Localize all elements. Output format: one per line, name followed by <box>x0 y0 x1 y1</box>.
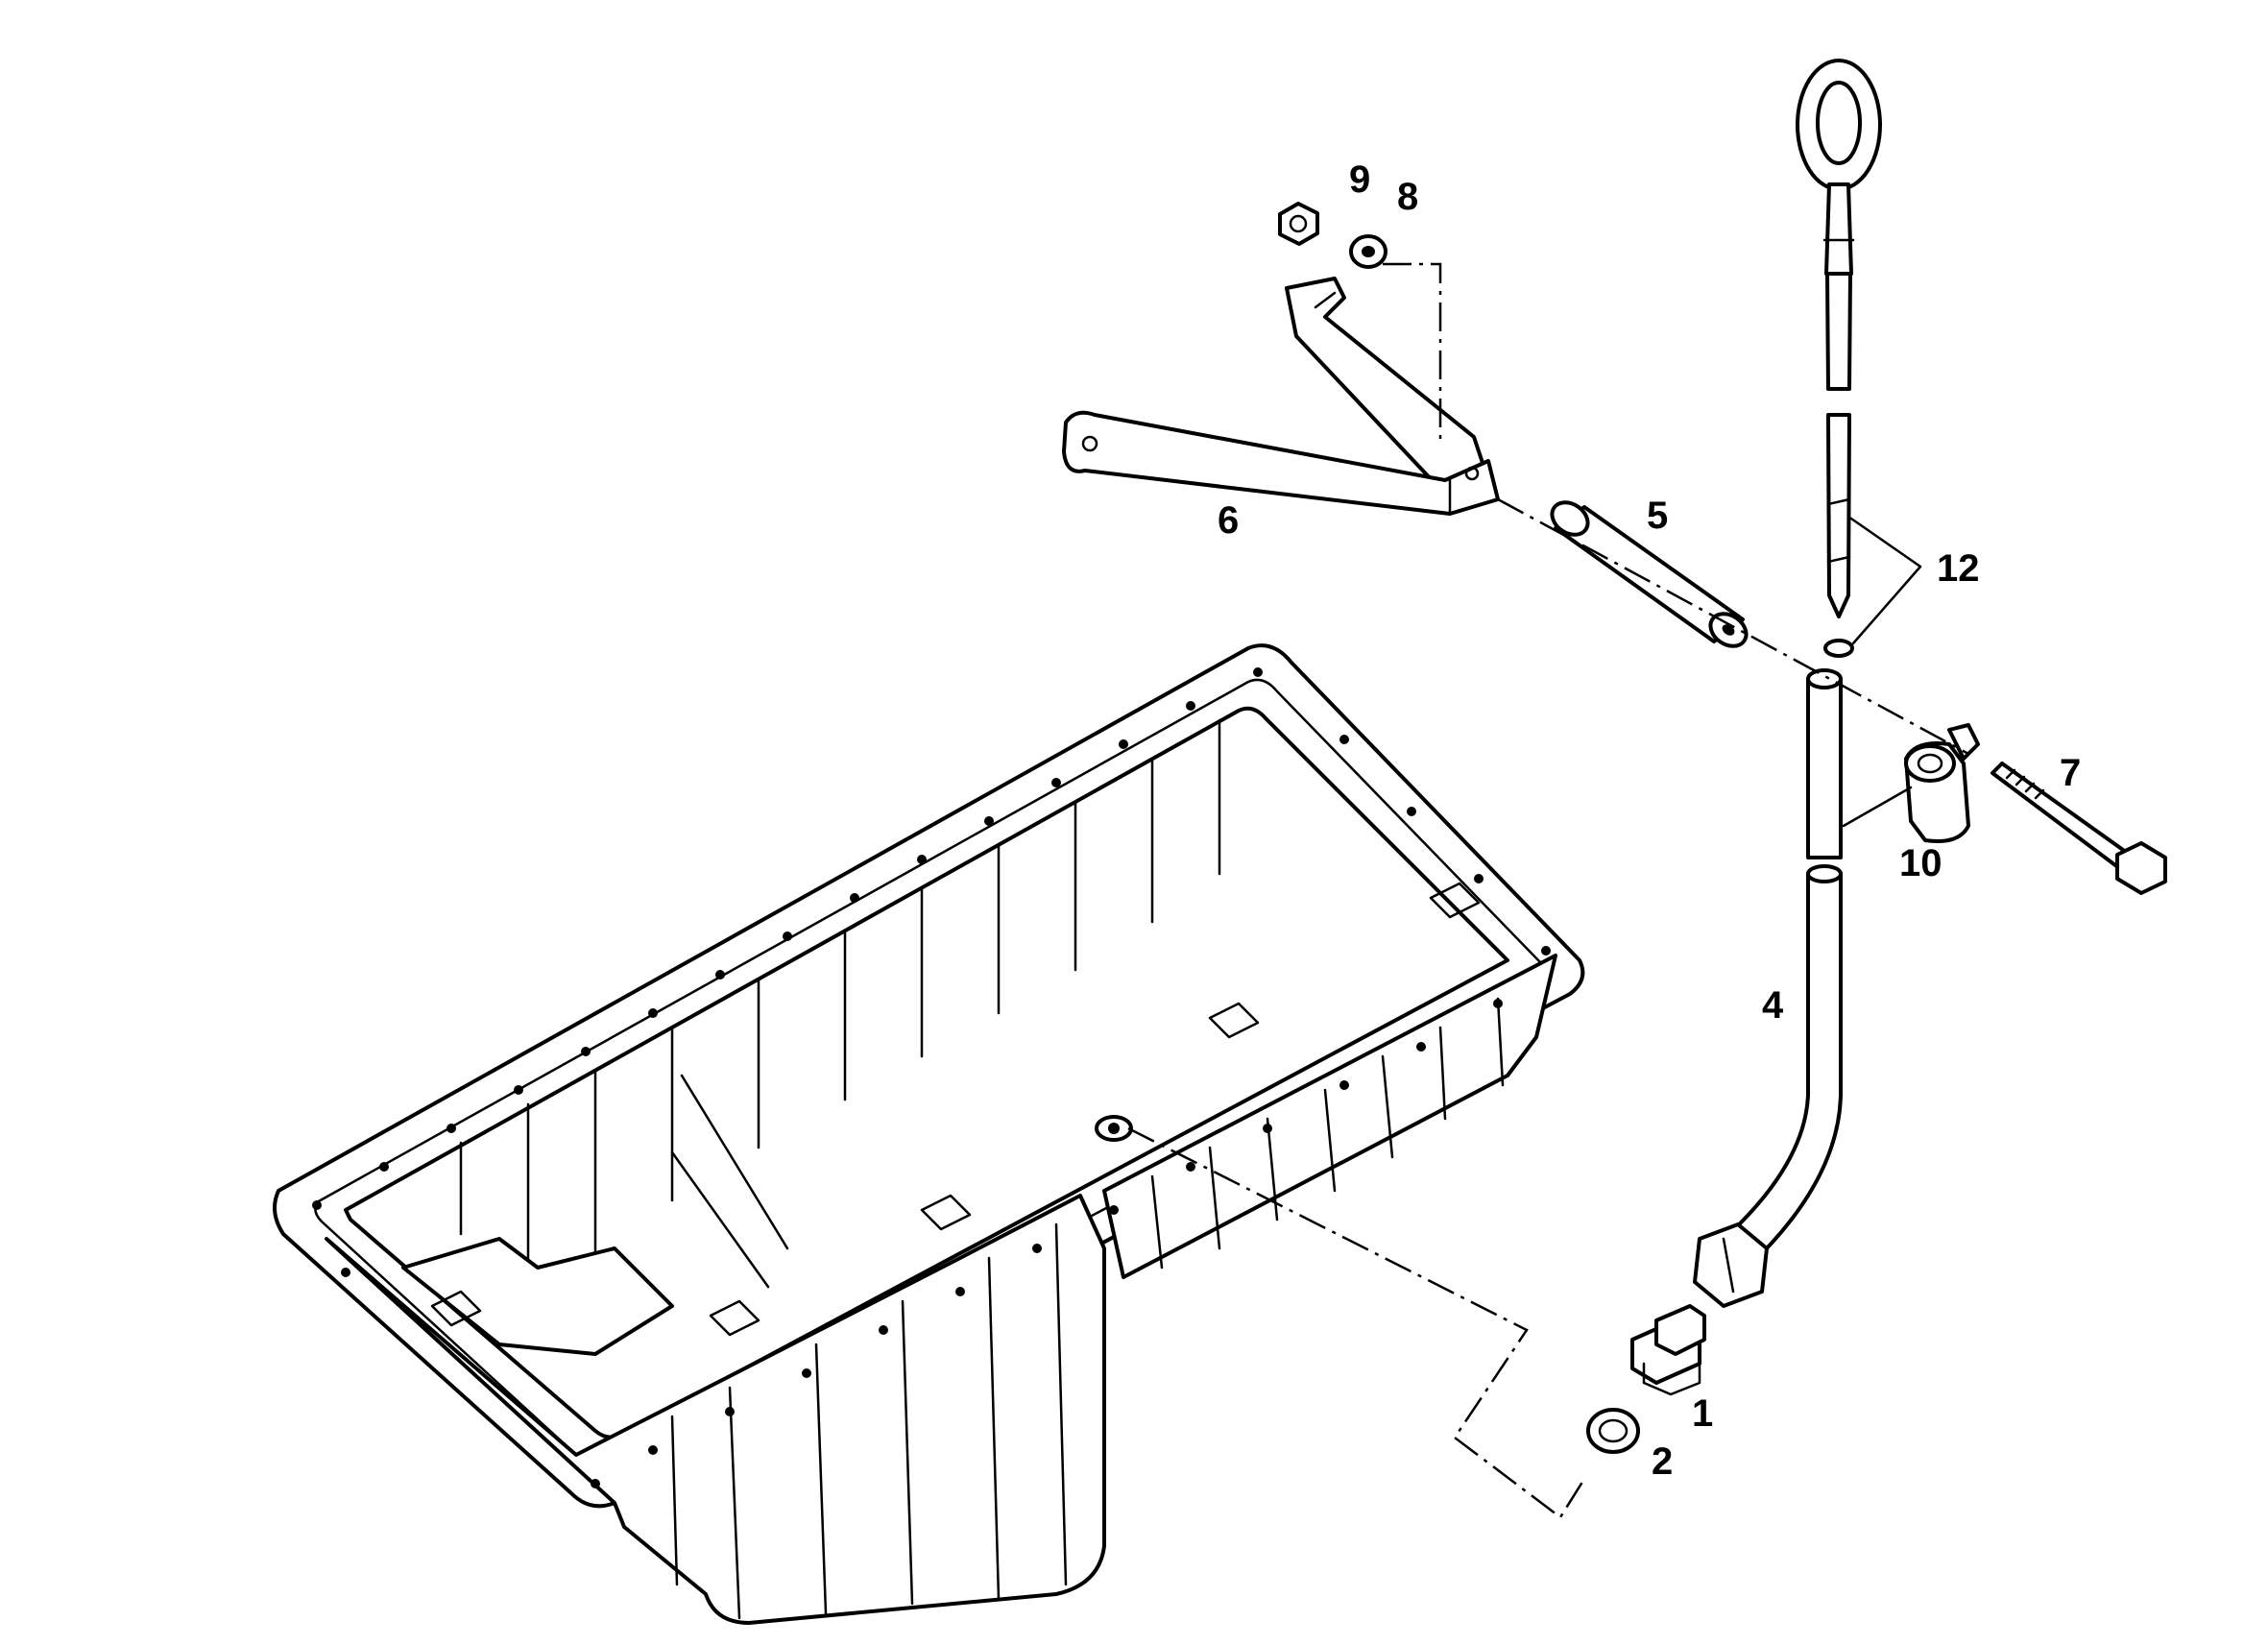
label-part-8: 8 <box>1397 176 1418 218</box>
label-part-12: 12 <box>1937 547 1980 590</box>
label-part-9: 9 <box>1349 158 1370 201</box>
label-part-4: 4 <box>1762 984 1784 1027</box>
label-part-6: 6 <box>1218 499 1239 542</box>
spacer-sleeve <box>1550 500 1749 648</box>
label-part-7: 7 <box>2060 752 2081 794</box>
bracket-stud-line <box>1383 262 1442 442</box>
label-part-5: 5 <box>1647 495 1668 537</box>
label-part-1: 1 <box>1692 1392 1713 1435</box>
leader-10 <box>1842 786 1913 828</box>
dipstick <box>1796 59 1882 658</box>
drain-assembly-line <box>1127 1126 1586 1519</box>
leader-12 <box>1849 517 1922 645</box>
label-part-10: 10 <box>1899 842 1942 884</box>
clamp <box>1904 723 1980 843</box>
dipstick-tube <box>1693 668 1843 1308</box>
drain-washer <box>1586 1408 1640 1454</box>
clamp-bolt <box>1991 762 2167 895</box>
nut <box>1278 202 1319 246</box>
drain-plug <box>1630 1304 1706 1396</box>
oil-pan <box>273 643 1585 1625</box>
mounting-line <box>1497 497 1969 756</box>
label-part-2: 2 <box>1652 1440 1673 1483</box>
part-labels: 1 2 4 5 6 7 8 9 10 12 <box>1218 158 2081 1483</box>
washer <box>1349 234 1387 269</box>
flange-bolt-holes <box>312 667 1551 1488</box>
support-bracket <box>1062 277 1500 516</box>
